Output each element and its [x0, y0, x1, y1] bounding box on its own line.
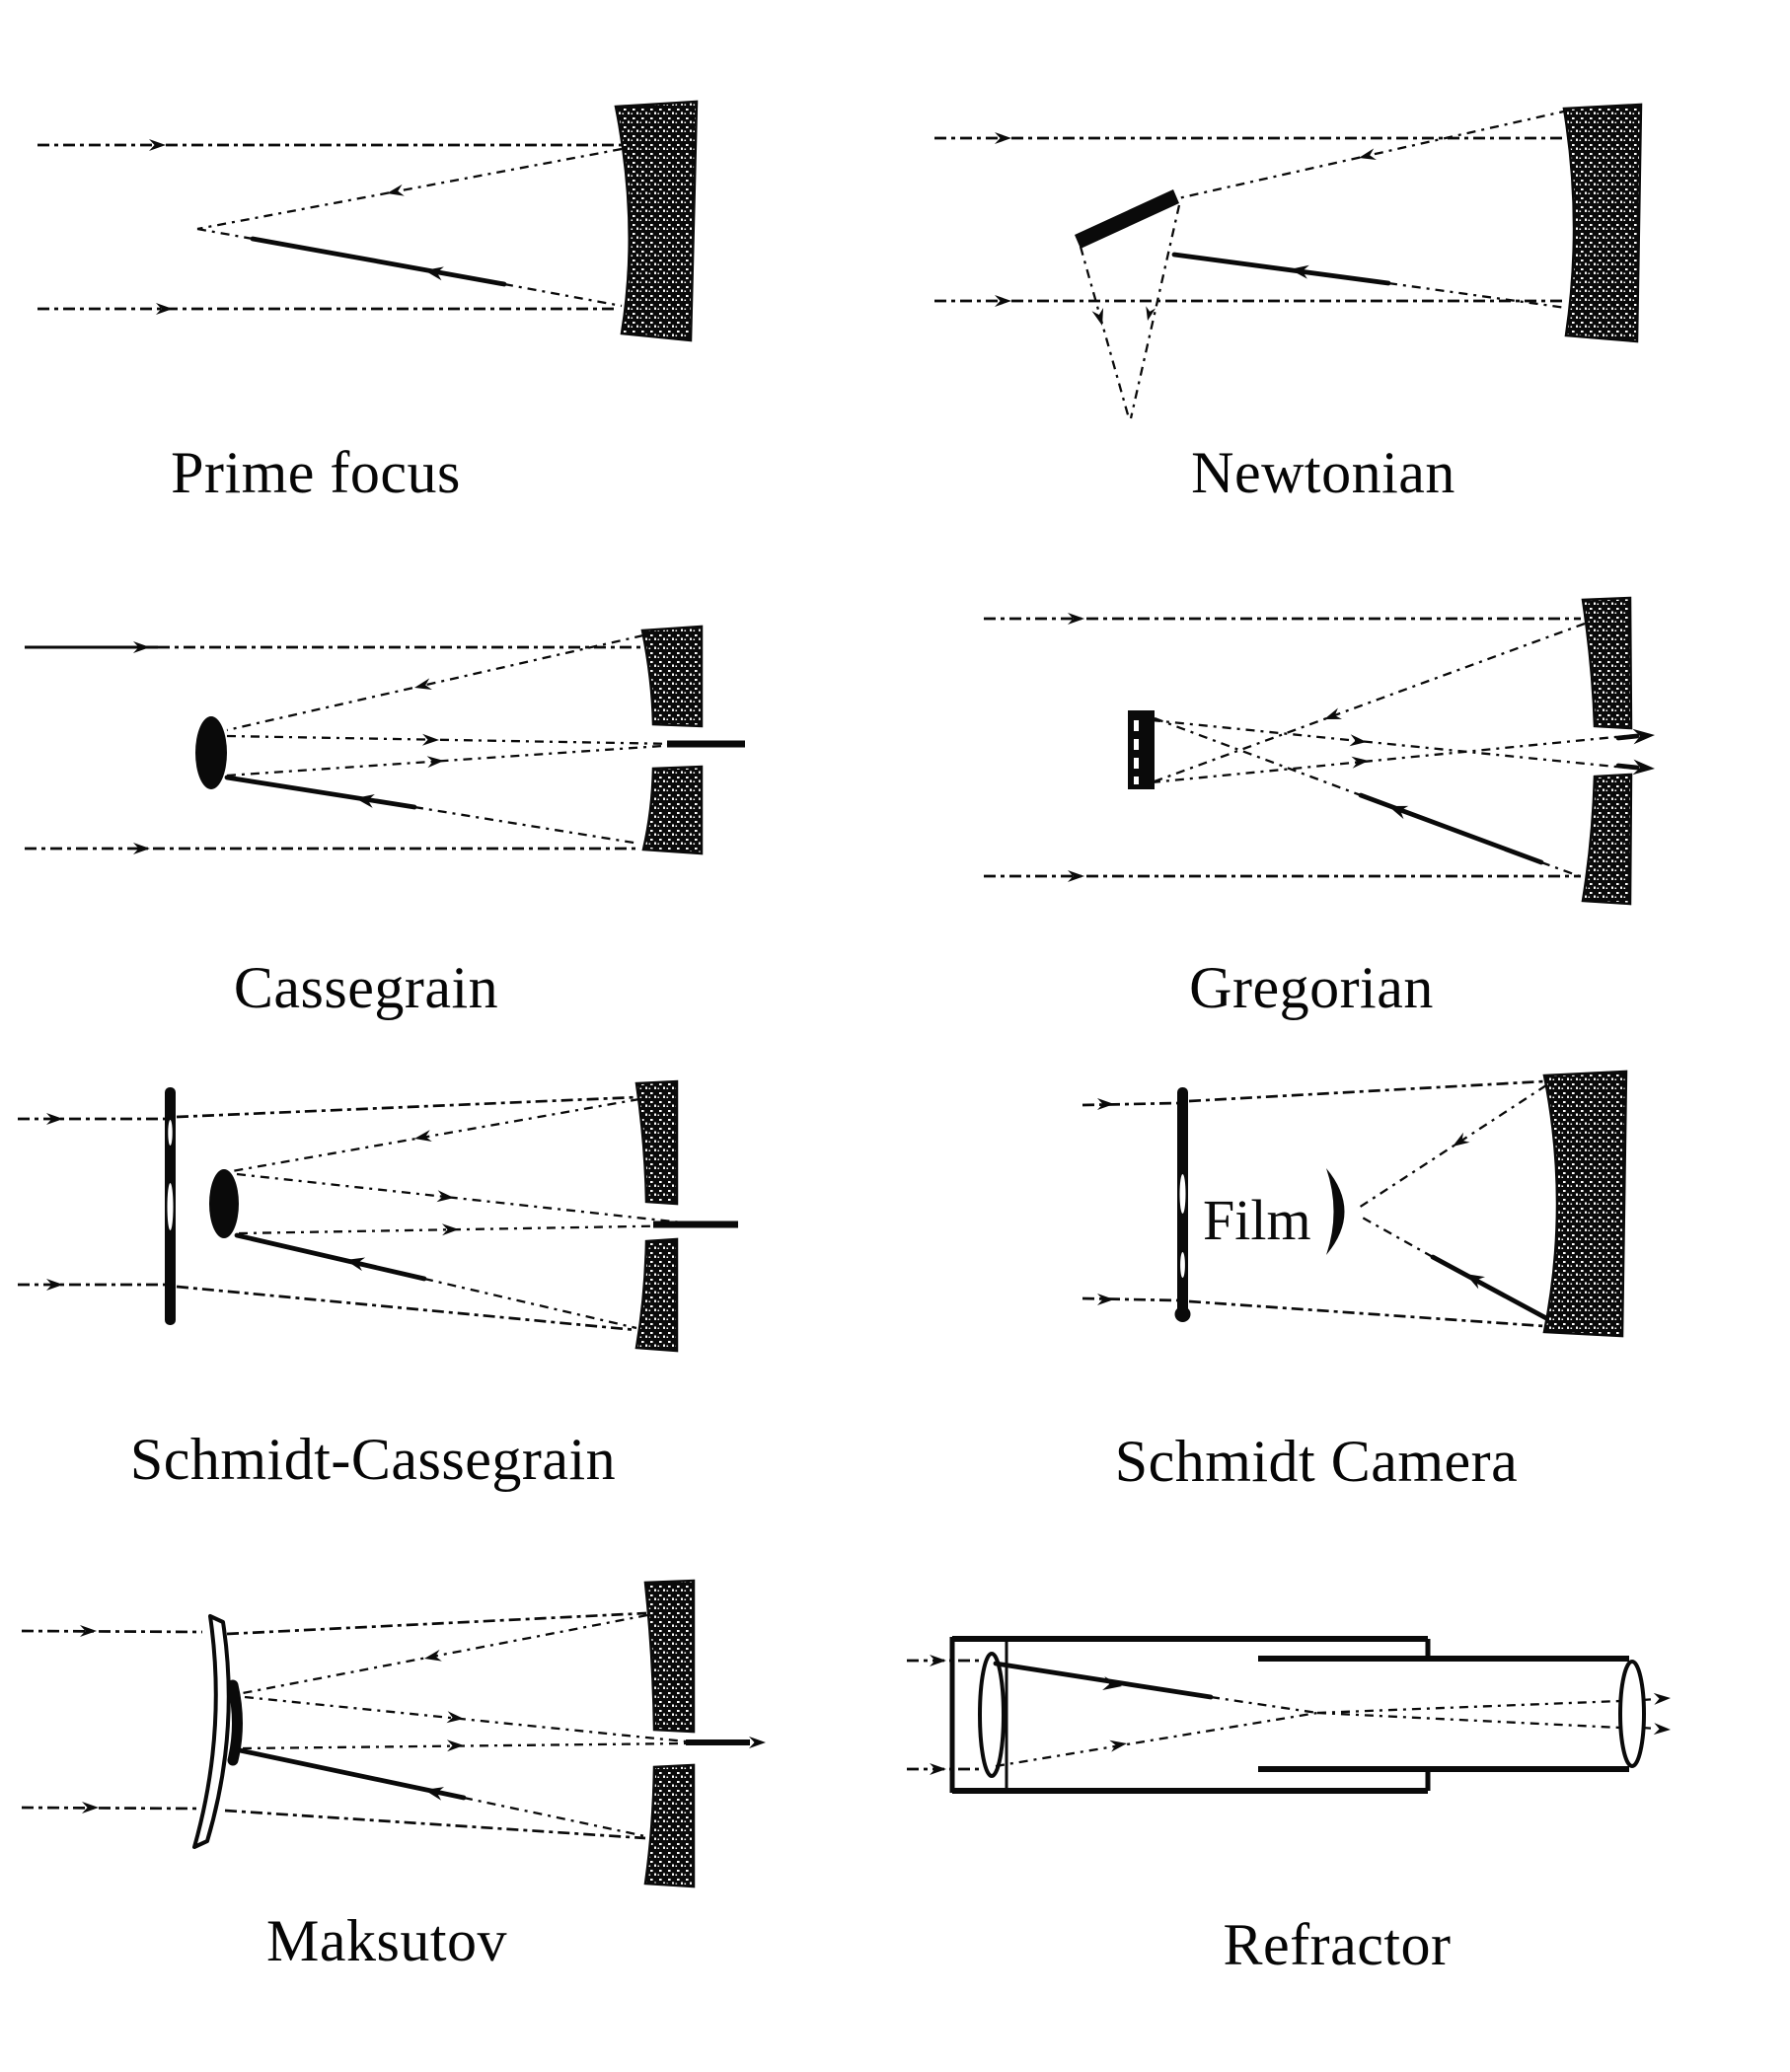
newtonian-diagram [934, 103, 1643, 419]
incoming-ray-bottom [984, 870, 1581, 882]
exit-rays [1641, 1692, 1671, 1736]
film-holder [1326, 1168, 1345, 1255]
cassegrain-diagram [25, 625, 745, 855]
incoming-ray-bottom [21, 1802, 646, 1840]
incoming-ray-bottom [25, 843, 639, 854]
reflected-ray-top [1358, 1084, 1547, 1209]
primary-to-secondary-top [242, 1613, 648, 1695]
primary-mirror [1542, 1070, 1628, 1338]
caption-schmidt-cassegrain: Schmidt-Cassegrain [129, 1427, 617, 1492]
secondary-to-focus-bottom [226, 743, 678, 777]
secondary-exit-ray-upper [1151, 718, 1626, 770]
refracted-ray-bottom [995, 1699, 1621, 1768]
refracted-ray-top [993, 1661, 1621, 1730]
secondary-to-focus-top [236, 1172, 692, 1225]
panel-schmidt-camera: Film [895, 1046, 1790, 1460]
incoming-ray-bottom [37, 303, 618, 315]
primary-to-secondary-top [231, 1097, 640, 1173]
secondary-mirror [209, 1169, 239, 1238]
primary-top-to-secondary [1154, 622, 1586, 783]
primary-mirror-lower-half [1581, 773, 1633, 906]
secondary-to-focus-bottom [242, 1739, 687, 1752]
caption-schmidt-camera: Schmidt Camera [1114, 1429, 1519, 1494]
secondary-to-focus-top [244, 1695, 687, 1743]
incoming-ray-bottom [907, 1763, 980, 1775]
primary-to-secondary-bottom [234, 1232, 637, 1330]
secondary-to-focus-bottom [238, 1223, 692, 1236]
panel-prime-focus [0, 0, 895, 434]
caption-newtonian: Newtonian [1191, 440, 1455, 505]
incoming-ray-top [37, 139, 624, 151]
focused-cone-to-eyepiece [1079, 204, 1181, 419]
converging-ray-bottom [1171, 252, 1567, 310]
panel-cassegrain [0, 553, 895, 987]
primary-mirror-upper-half [634, 1079, 679, 1206]
panel-maksutov [0, 1539, 895, 1954]
primary-mirror [614, 100, 699, 342]
primary-mirror-upper-half [640, 625, 704, 728]
incoming-ray-top [21, 1611, 647, 1637]
primary-mirror-upper-half [643, 1579, 696, 1734]
incoming-ray-bottom [18, 1279, 637, 1332]
primary-mirror-lower-half [641, 765, 704, 855]
reflected-ray-top [196, 147, 623, 231]
schmidt-camera-diagram: Film [1081, 1070, 1628, 1338]
incoming-ray-top [1081, 1079, 1545, 1110]
secondary-mirror-spot [227, 1679, 243, 1766]
incoming-ray-top [907, 1655, 980, 1666]
film-label: Film [1203, 1188, 1311, 1252]
secondary-exit-ray-lower [1151, 734, 1626, 784]
panel-refractor [895, 1539, 1790, 1954]
primary-to-secondary-bottom [237, 1747, 646, 1838]
corrector-plate [1174, 1087, 1191, 1322]
primary-to-secondary-bottom [224, 775, 640, 846]
incoming-ray-bottom [934, 295, 1562, 307]
reflected-ray-bottom [196, 227, 623, 308]
gregorian-diagram [984, 596, 1655, 906]
concave-secondary-mirror [1128, 710, 1155, 789]
reflected-ray-bottom [1358, 1214, 1549, 1321]
incoming-ray-top [25, 641, 641, 653]
converging-ray-top [1177, 109, 1569, 200]
incoming-ray-top [984, 613, 1581, 625]
corrector-plate [165, 1087, 176, 1325]
incoming-ray-bottom [1081, 1294, 1545, 1328]
caption-gregorian: Gregorian [1189, 955, 1434, 1020]
meniscus-corrector-lens [192, 1614, 243, 1849]
panel-gregorian [895, 553, 1790, 987]
refractor-diagram [907, 1636, 1671, 1794]
incoming-ray-top [934, 132, 1566, 144]
secondary-to-focus-top [226, 733, 678, 746]
maksutov-diagram [21, 1579, 766, 1888]
caption-refractor: Refractor [1223, 1912, 1452, 1977]
exit-beam [686, 1737, 766, 1748]
caption-cassegrain: Cassegrain [233, 955, 499, 1020]
caption-maksutov: Maksutov [266, 1908, 507, 1973]
panel-newtonian [895, 0, 1790, 434]
prime-focus-diagram [37, 100, 699, 342]
drawtube [1258, 1656, 1629, 1772]
caption-prime-focus: Prime focus [171, 440, 461, 505]
primary-mirror-lower-half [643, 1763, 696, 1888]
main-tube [949, 1636, 1431, 1794]
diagonal-secondary-mirror [1075, 189, 1179, 249]
eyepiece-lens [1618, 1660, 1646, 1768]
primary-to-secondary-top [226, 633, 644, 732]
primary-mirror-lower-half [634, 1237, 679, 1353]
primary-mirror [1562, 103, 1643, 343]
panel-schmidt-cassegrain [0, 1046, 895, 1460]
secondary-mirror [195, 716, 227, 789]
primary-bottom-to-secondary [1154, 716, 1586, 880]
incoming-ray-top [18, 1095, 639, 1125]
exit-arrows [1615, 728, 1655, 776]
primary-mirror-upper-half [1581, 596, 1633, 730]
schmidt-cassegrain-diagram [18, 1079, 738, 1353]
